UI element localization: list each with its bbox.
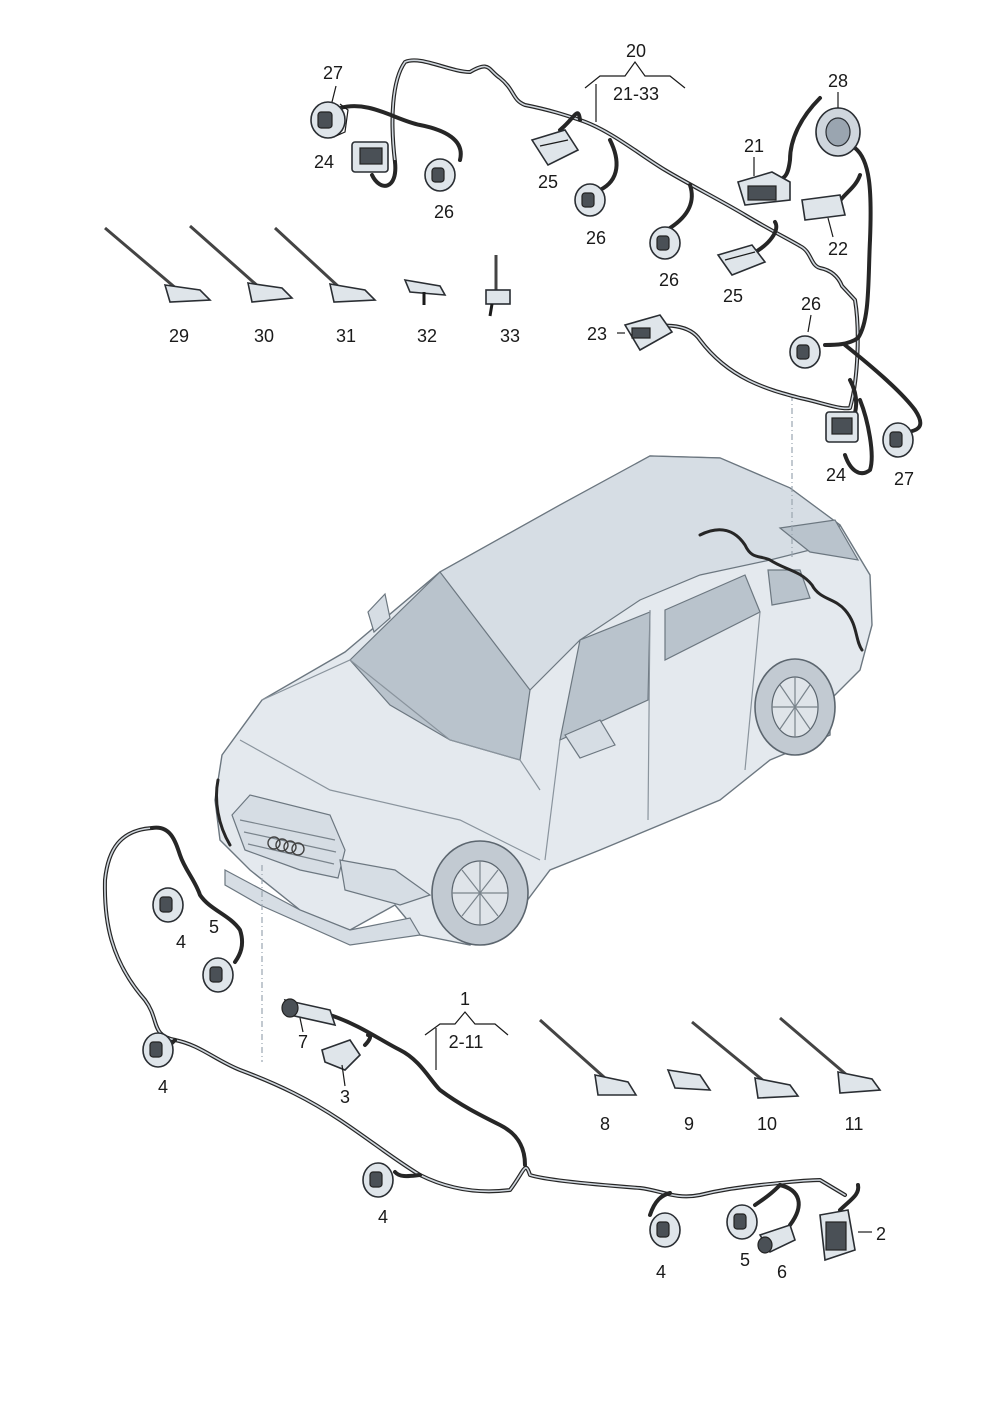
label-2: 2 [876,1224,886,1244]
label-6: 6 [777,1262,787,1282]
label-26-d: 26 [801,294,821,314]
label-24-top: 24 [314,152,334,172]
label-33: 33 [500,326,520,346]
label-22: 22 [828,239,848,259]
connector-7 [281,998,337,1027]
connector-23 [623,314,674,352]
label-3: 3 [340,1087,350,1107]
label-32: 32 [417,326,437,346]
connector-26-top-d [789,335,821,369]
label-20: 20 [626,41,646,61]
label-23: 23 [587,324,607,344]
connector-27-top [310,101,349,139]
label-1: 1 [460,989,470,1009]
label-9: 9 [684,1114,694,1134]
cable-tie-29 [104,226,212,303]
label-25-b: 25 [723,286,743,306]
label-26-a: 26 [434,202,454,222]
connector-25-top-b [716,244,767,276]
connector-22 [801,194,846,221]
label-4-d: 4 [656,1262,666,1282]
label-10: 10 [757,1114,777,1134]
connector-4-d [649,1212,681,1248]
label-26-c: 26 [659,270,679,290]
cable-tie-10 [691,1020,800,1099]
leader-lines [299,60,872,1233]
label-24-bottom: 24 [826,465,846,485]
cable-tie-30 [189,224,294,303]
cable-tie-8 [539,1018,638,1096]
label-29: 29 [169,326,189,346]
connector-26-top-b [574,183,606,217]
connector-5-b [726,1204,758,1240]
cable-tie-11 [779,1016,882,1094]
label-5-b: 5 [740,1250,750,1270]
connector-5-a [202,957,234,993]
label-4-c: 4 [378,1207,388,1227]
label-27-top: 27 [323,63,343,83]
connector-27-bottom [882,422,914,458]
label-25-a: 25 [538,172,558,192]
label-4-b: 4 [158,1077,168,1097]
connector-26-top-c [649,226,681,260]
callout-labels: 20 21-33 27 24 26 25 26 28 21 22 26 25 2… [158,41,914,1282]
connector-4-a [152,887,184,923]
cable-tie-31 [273,226,377,303]
label-5-a: 5 [209,917,219,937]
connector-3 [321,1039,362,1071]
connector-4-b [142,1032,174,1068]
vehicle-illustration [214,455,873,946]
label-30: 30 [254,326,274,346]
clip-9 [666,1068,712,1091]
label-26-b: 26 [586,228,606,248]
label-7: 7 [298,1032,308,1052]
connector-28-grommet [815,107,861,157]
clip-32 [403,278,447,305]
label-8: 8 [600,1114,610,1134]
connector-6 [757,1223,796,1254]
clip-33 [485,255,511,317]
label-2-11: 2-11 [449,1032,484,1052]
label-11: 11 [845,1114,864,1134]
connector-24-top [351,141,389,173]
connector-21 [736,171,791,206]
audi-logo [267,836,305,856]
connector-24-bottom [825,411,859,443]
label-21-33: 21-33 [613,84,659,104]
connector-26-top-a [424,158,456,192]
label-4-a: 4 [176,932,186,952]
label-31: 31 [336,326,356,346]
connector-25-top-a [530,129,580,167]
label-27-bottom: 27 [894,469,914,489]
label-28: 28 [828,71,848,91]
connector-4-c [362,1162,394,1198]
label-21: 21 [744,136,764,156]
connector-2 [819,1209,856,1262]
